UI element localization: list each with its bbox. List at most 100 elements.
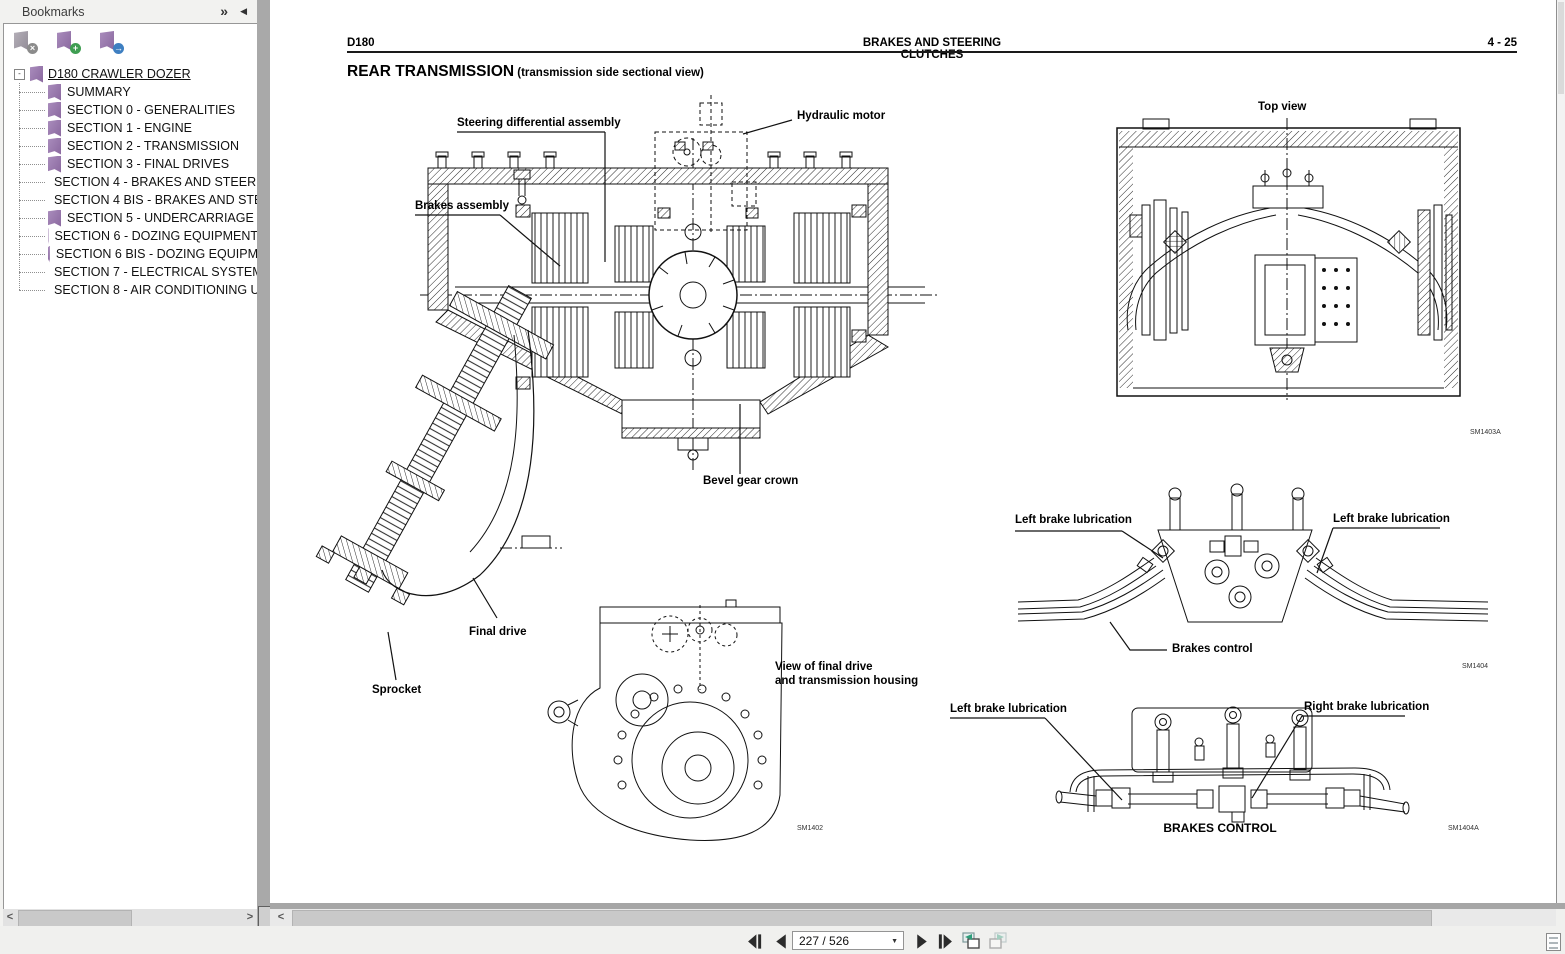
page-header-pageno: 4 - 25: [1487, 37, 1517, 49]
combo-dropdown-icon[interactable]: ▼: [891, 938, 898, 945]
collapse-panel-icon[interactable]: ◀: [240, 6, 247, 16]
label-bottom-right-brake-lubrication: Right brake lubrication: [1304, 701, 1430, 713]
label-brakes-assembly: Brakes assembly: [415, 200, 509, 212]
bookmark-item-label: SECTION 3 - FINAL DRIVES: [67, 157, 230, 171]
bookmark-flag-icon: [48, 83, 61, 101]
bookmark-item[interactable]: SECTION 4 BIS - BRAKES AND STE: [4, 191, 258, 209]
page-title: REAR TRANSMISSION (transmission side sec…: [347, 63, 704, 81]
bookmarks-hscrollbar[interactable]: < >: [3, 909, 257, 927]
bookmarks-toolbar: × + →: [4, 24, 258, 63]
caption-housing-view-line1: View of final drive: [775, 661, 873, 673]
scroll-left-icon[interactable]: <: [6, 911, 14, 923]
label-bottom-left-brake-lubrication: Left brake lubrication: [950, 703, 1067, 715]
collapse-node-icon[interactable]: -: [14, 68, 25, 80]
page-title-main: REAR TRANSMISSION: [347, 63, 515, 80]
scroll-left-icon[interactable]: <: [277, 911, 285, 923]
next-page-button[interactable]: [912, 932, 932, 951]
bookmarks-panel-header: Bookmarks » ◀: [0, 0, 257, 23]
bookmark-flag-icon: [48, 137, 61, 155]
technical-diagrams: [315, 95, 1489, 841]
next-view-button[interactable]: [987, 931, 1009, 951]
document-vscrollbar[interactable]: [1556, 0, 1565, 903]
rear-transmission-sectional-drawing: [315, 95, 938, 681]
label-hydraulic-motor: Hydraulic motor: [797, 110, 886, 122]
label-final-drive: Final drive: [469, 626, 527, 638]
bookmark-item[interactable]: SECTION 1 - ENGINE: [4, 119, 258, 137]
bookmarks-hscroll-thumb[interactable]: [18, 910, 132, 927]
document-properties-icon[interactable]: [1546, 933, 1561, 951]
add-badge-icon: +: [70, 43, 81, 54]
bookmarks-panel: Bookmarks » ◀ × + → - D180 CRAWLER DOZE: [0, 0, 258, 927]
scroll-right-icon[interactable]: >: [246, 911, 254, 923]
bookmark-item-label: SECTION 7 - ELECTRICAL SYSTEM: [54, 265, 258, 279]
bookmark-item-label: SECTION 4 BIS - BRAKES AND STE: [54, 193, 258, 207]
caption-brakes-control: BRAKES CONTROL: [1163, 821, 1277, 835]
brakes-control-manifold-drawing: [950, 706, 1410, 823]
bookmark-item-label: SUMMARY: [67, 85, 131, 99]
bookmark-flag-icon: [48, 155, 61, 173]
label-sprocket: Sprocket: [372, 684, 422, 696]
expand-panel-icon[interactable]: »: [220, 3, 228, 19]
bookmark-item-label: SECTION 4 - BRAKES AND STEERI: [54, 175, 258, 189]
bookmark-item[interactable]: SUMMARY: [4, 83, 258, 101]
bookmark-item[interactable]: SECTION 0 - GENERALITIES: [4, 101, 258, 119]
previous-page-button[interactable]: [771, 932, 791, 951]
page-header-model: D180: [347, 37, 375, 49]
bookmark-item[interactable]: SECTION 4 - BRAKES AND STEERI: [4, 173, 258, 191]
document-vscroll-thumb[interactable]: [1558, 2, 1564, 94]
first-page-button[interactable]: [744, 932, 764, 951]
bookmark-flag-icon: [48, 209, 61, 227]
bookmark-item-label: SECTION 8 - AIR CONDITIONING U: [54, 283, 258, 297]
header-rule: [347, 51, 1517, 53]
add-bookmark-icon[interactable]: +: [57, 31, 81, 54]
document-hscroll-thumb[interactable]: [292, 910, 1432, 927]
document-hscrollbar[interactable]: <: [270, 909, 1556, 927]
top-view-drawing: [1116, 118, 1461, 400]
bookmark-item[interactable]: SECTION 2 - TRANSMISSION: [4, 137, 258, 155]
bookmark-flag-icon: [14, 31, 28, 50]
page-number-value: 227 / 526: [799, 934, 850, 948]
goto-badge-icon: →: [113, 43, 124, 54]
delete-badge-icon: ×: [27, 43, 38, 54]
bookmark-root-item[interactable]: - D180 CRAWLER DOZER: [4, 65, 258, 83]
figure-number-sm1404a: SM1404A: [1448, 825, 1479, 832]
previous-view-button[interactable]: [960, 931, 982, 951]
bookmark-flag-icon: [57, 31, 71, 50]
figure-number-sm1402: SM1402: [797, 825, 824, 832]
panel-splitter[interactable]: [257, 0, 270, 926]
label-mid-right-brake-lubrication: Left brake lubrication: [1333, 513, 1450, 525]
page-title-note: (transmission side sectional view): [514, 67, 704, 79]
bookmark-flag-icon: [48, 101, 61, 119]
bookmark-flag-icon: [48, 245, 50, 263]
page-number-field[interactable]: 227 / 526 ▼: [792, 931, 904, 950]
bookmark-item[interactable]: SECTION 3 - FINAL DRIVES: [4, 155, 258, 173]
label-brakes-control: Brakes control: [1172, 643, 1253, 655]
bookmark-flag-icon: [48, 119, 61, 137]
bookmarks-panel-title: Bookmarks: [22, 4, 85, 19]
final-drive-housing-drawing: [547, 599, 783, 841]
bookmark-item[interactable]: SECTION 7 - ELECTRICAL SYSTEM: [4, 263, 258, 281]
bookmarks-tree: - D180 CRAWLER DOZER SUMMARY SECTION 0 -…: [4, 63, 258, 299]
figure-number-sm1404: SM1404: [1462, 663, 1489, 670]
brakes-control-pipes-drawing: [1015, 483, 1489, 651]
bookmark-item[interactable]: SECTION 6 - DOZING EQUIPMENT: [4, 227, 258, 245]
document-page: D180 BRAKES AND STEERING CLUTCHES 4 - 25…: [270, 0, 1556, 903]
bookmark-item[interactable]: SECTION 5 - UNDERCARRIAGE: [4, 209, 258, 227]
bookmark-root-label[interactable]: D180 CRAWLER DOZER: [48, 67, 191, 81]
bookmark-item[interactable]: SECTION 8 - AIR CONDITIONING U: [4, 281, 258, 299]
page-header-section: BRAKES AND STEERING CLUTCHES: [862, 37, 1002, 61]
bookmark-item-label: SECTION 0 - GENERALITIES: [67, 103, 236, 117]
caption-housing-view-line2: and transmission housing: [775, 675, 919, 687]
bookmark-flag-icon: [48, 227, 49, 245]
label-bevel-gear-crown: Bevel gear crown: [703, 475, 799, 487]
bookmark-item-label: SECTION 2 - TRANSMISSION: [67, 139, 240, 153]
last-page-button[interactable]: [936, 932, 956, 951]
goto-bookmark-icon[interactable]: →: [100, 31, 124, 54]
bookmark-item[interactable]: SECTION 6 BIS - DOZING EQUIPM: [4, 245, 258, 263]
label-mid-left-brake-lubrication: Left brake lubrication: [1015, 514, 1132, 526]
delete-bookmark-icon[interactable]: ×: [14, 31, 38, 54]
bookmark-item-label: SECTION 1 - ENGINE: [67, 121, 193, 135]
bookmark-item-label: SECTION 6 BIS - DOZING EQUIPM: [55, 247, 258, 261]
bookmark-item-label: SECTION 5 - UNDERCARRIAGE: [67, 211, 254, 225]
